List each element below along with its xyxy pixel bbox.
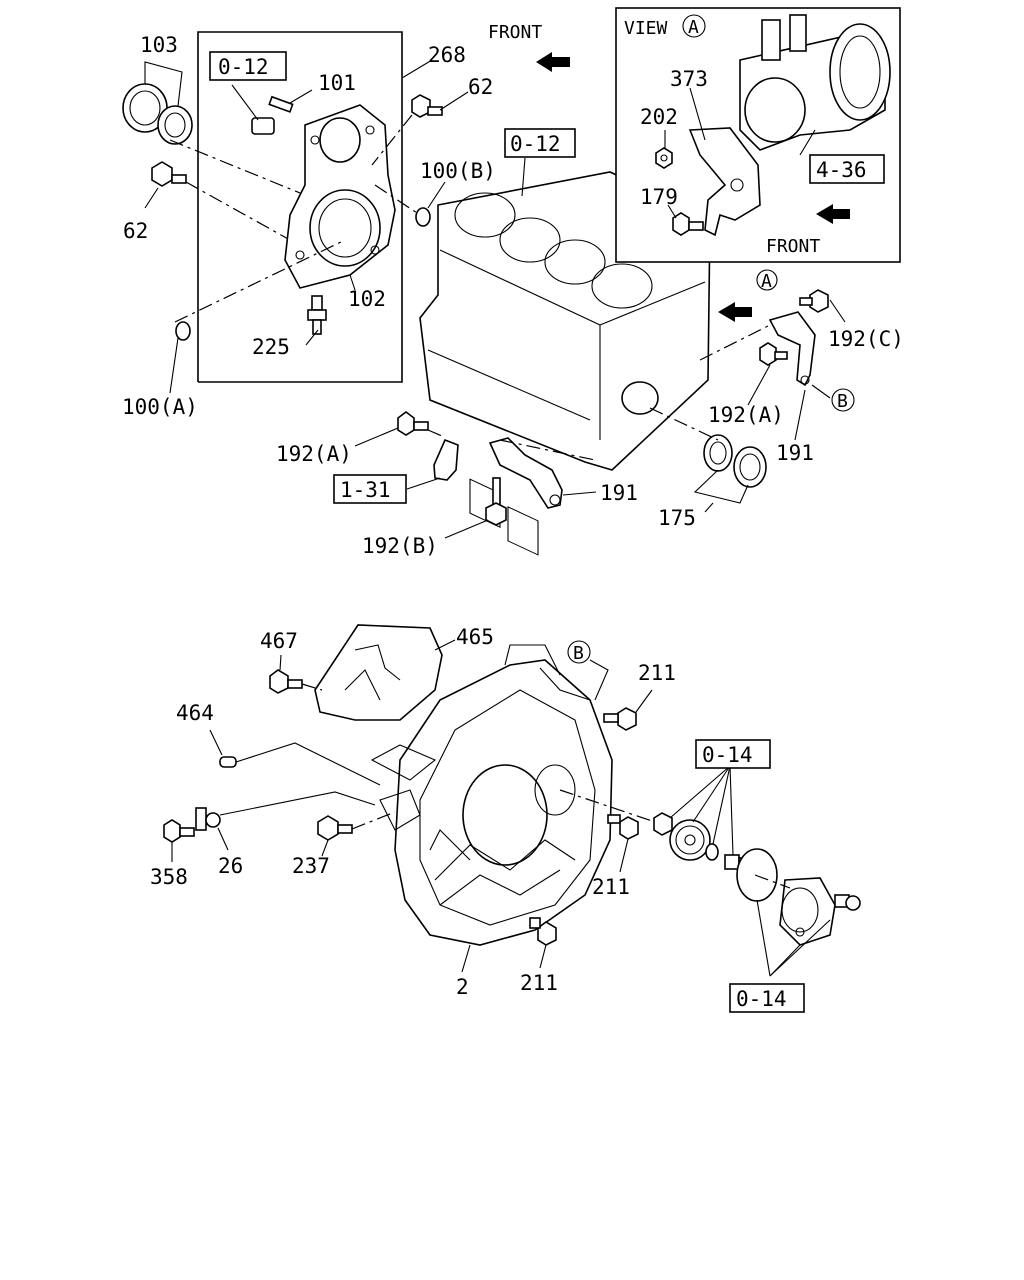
callout-225: 225 — [252, 335, 290, 359]
callout-211-middle: 211 — [592, 875, 630, 899]
callout-191-left: 191 — [600, 481, 638, 505]
callout-192b: 192(B) — [362, 534, 438, 558]
callout-192c: 192(C) — [828, 327, 904, 351]
front-cover-group-frame — [197, 31, 403, 383]
sensor-101 — [251, 95, 294, 135]
ref-box-014-a — [695, 739, 771, 769]
flywheel-housing-2 — [370, 644, 613, 946]
pin-464 — [219, 756, 237, 768]
callout-179: 179 — [640, 185, 678, 209]
front-arrow-view — [816, 204, 850, 224]
ref-131: 1-31 — [340, 478, 391, 502]
nut-0-14 — [653, 812, 673, 836]
bolt-192c — [799, 289, 829, 313]
callout-191-right: 191 — [776, 441, 814, 465]
callout-358: 358 — [150, 865, 188, 889]
ref-box-131 — [333, 474, 407, 504]
callout-175: 175 — [658, 506, 696, 530]
callout-373: 373 — [670, 67, 708, 91]
callout-102: 102 — [348, 287, 386, 311]
oil-seal-103 — [122, 83, 193, 145]
fitting-26 — [195, 807, 221, 831]
ref-014-b: 0-14 — [736, 987, 787, 1011]
callout-237: 237 — [292, 854, 330, 878]
bolt-192a-left — [397, 411, 429, 436]
callout-192a-right: 192(A) — [708, 403, 784, 427]
bracket-191-right — [768, 311, 816, 387]
callout-464: 464 — [176, 701, 214, 725]
ref-012-b: 0-12 — [510, 132, 561, 156]
callout-467: 467 — [260, 629, 298, 653]
bolt-192b — [485, 477, 507, 526]
mark-b-left: B — [573, 643, 584, 664]
plate-465 — [314, 624, 443, 721]
ref-box-012-b — [504, 128, 576, 158]
front-label-view: FRONT — [766, 236, 820, 257]
bolt-211-middle — [607, 814, 639, 840]
view-a-letter: A — [688, 17, 699, 38]
bolt-62-left — [151, 161, 187, 187]
bolt-237 — [317, 815, 353, 841]
mark-b-right: B — [837, 391, 848, 412]
callout-103: 103 — [140, 33, 178, 57]
nut-202 — [655, 147, 673, 169]
bolt-358 — [163, 819, 195, 843]
mark-a: A — [761, 271, 772, 292]
bolt-211-top — [603, 707, 637, 731]
ref-012-a: 0-12 — [218, 55, 269, 79]
ref-box-014-b — [729, 983, 805, 1013]
gear-0-14 — [669, 819, 711, 861]
view-a-arrow — [718, 302, 752, 322]
callout-100a: 100(A) — [122, 395, 198, 419]
callout-202: 202 — [640, 105, 678, 129]
front-cover-plate-102 — [284, 104, 396, 289]
injection-pump — [739, 14, 891, 151]
oil-seal-175 — [703, 434, 767, 488]
plug-225 — [307, 295, 327, 335]
ref-box-436 — [809, 154, 885, 184]
callout-211-lower: 211 — [520, 971, 558, 995]
o-ring-100b — [415, 207, 431, 227]
bolt-211-lower — [529, 917, 557, 946]
bolt-467 — [269, 669, 303, 694]
bracket-191-left — [488, 437, 563, 509]
callout-465: 465 — [456, 625, 494, 649]
callout-62-left: 62 — [123, 219, 148, 243]
ref-box-012-a — [209, 51, 287, 81]
bolt-179 — [672, 212, 704, 236]
front-label-top: FRONT — [488, 22, 542, 43]
bracket-373 — [688, 127, 761, 237]
callout-26: 26 — [218, 854, 243, 878]
callout-192a-left: 192(A) — [276, 442, 352, 466]
front-arrow-top — [536, 52, 570, 72]
view-a-label: VIEW — [624, 18, 668, 39]
cover-0-14 — [736, 848, 861, 946]
clip-1-31 — [433, 438, 459, 481]
ref-436: 4-36 — [816, 158, 867, 182]
bolt-62-right — [411, 94, 443, 118]
callout-100b: 100(B) — [420, 159, 496, 183]
callout-62-right: 62 — [468, 75, 493, 99]
callout-268: 268 — [428, 43, 466, 67]
washer-0-14 — [705, 843, 719, 861]
callout-101: 101 — [318, 71, 356, 95]
o-ring-100a — [175, 321, 191, 341]
bolt-192a-right — [759, 342, 788, 366]
callout-211-top: 211 — [638, 661, 676, 685]
ref-014-a: 0-14 — [702, 743, 753, 767]
callout-2: 2 — [456, 975, 469, 999]
